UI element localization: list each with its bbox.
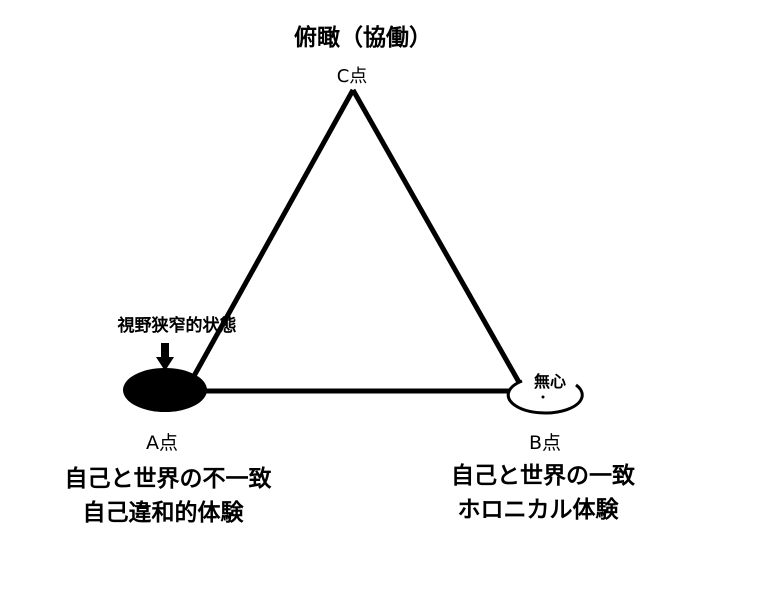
- a-description-line2: 自己違和的体験: [82, 500, 244, 526]
- mushin-label: 無心: [533, 372, 567, 391]
- a-description-line1: 自己と世界の不一致: [64, 466, 272, 492]
- diagram-title: 俯瞰（協働）: [294, 25, 432, 51]
- point-b-label: B点: [528, 432, 562, 454]
- center-dot: [541, 395, 545, 399]
- edge-c-a: [191, 88, 356, 378]
- down-arrow-icon: [156, 343, 174, 371]
- point-a-label: A点: [146, 432, 178, 454]
- point-b-ellipse: [506, 379, 584, 415]
- point-c-label: C点: [336, 66, 368, 87]
- edge-c-b: [350, 88, 523, 386]
- b-description-line2: ホロニカル体験: [457, 497, 619, 523]
- narrow-view-label: 視野狭窄的状態: [117, 316, 237, 336]
- b-description-line1: 自己と世界の一致: [451, 463, 635, 489]
- point-a-ellipse: [123, 368, 207, 412]
